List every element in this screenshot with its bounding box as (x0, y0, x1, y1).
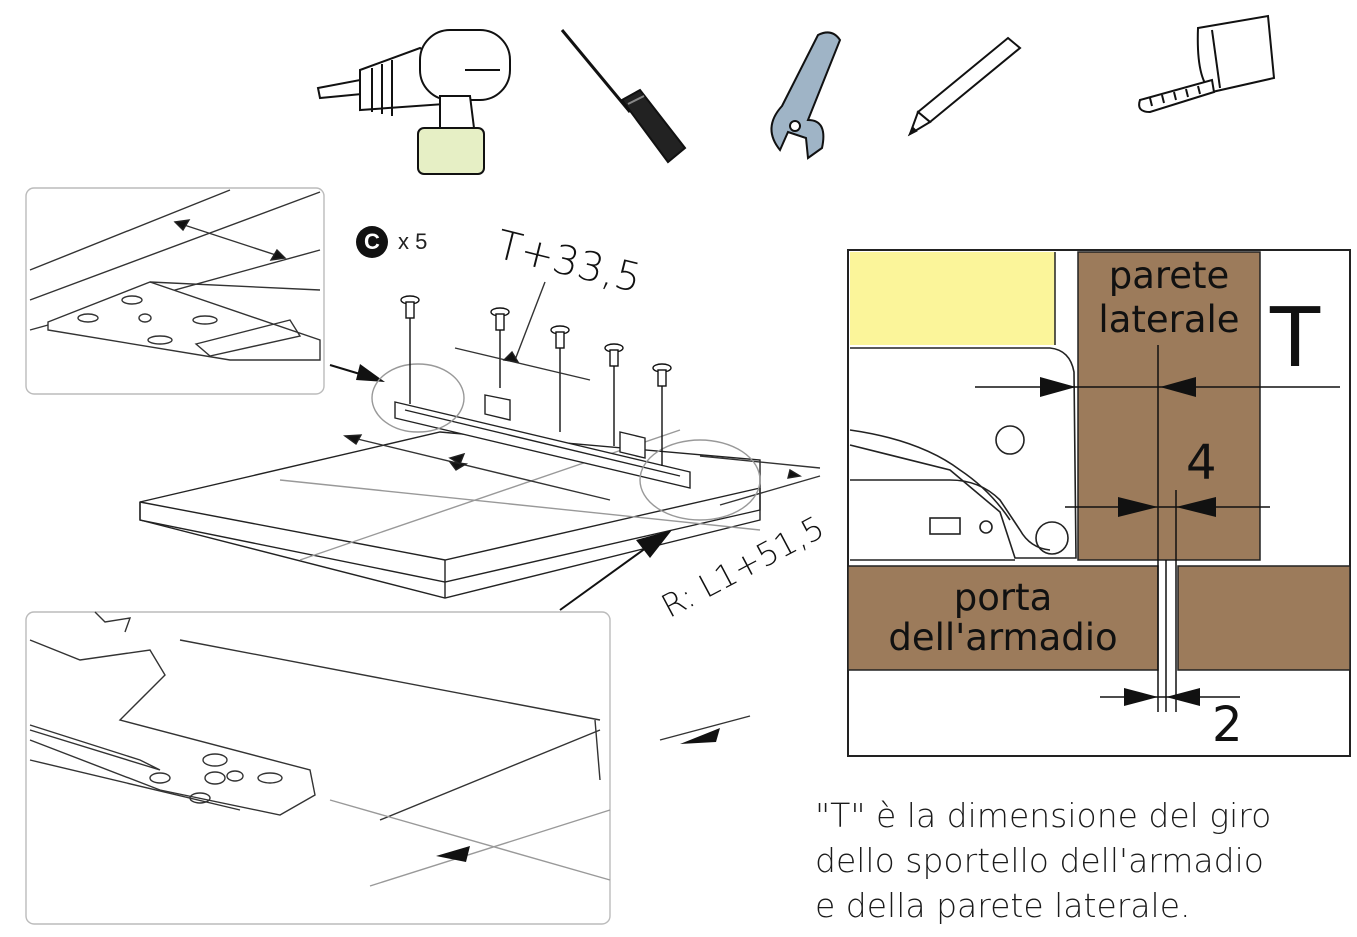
door-right (1177, 565, 1351, 671)
label-4: 4 (1186, 435, 1217, 491)
part-letter: C (364, 229, 380, 254)
label-door-line2: dell'armadio (888, 616, 1118, 659)
caption-text: "T" è la dimensione del giro dello sport… (815, 793, 1355, 928)
drill-icon (316, 29, 511, 175)
tape-measure-icon (1138, 14, 1276, 114)
label-T: T (1270, 291, 1321, 386)
label-side-wall-line1: parete (1108, 254, 1230, 297)
label-2: 2 (1212, 697, 1243, 753)
quantity-label: x 5 (398, 229, 428, 254)
assembly-drawing (25, 187, 821, 925)
caption-line-2: dello sportello dell'armadio (815, 841, 1264, 880)
pencil-icon (907, 36, 1022, 137)
label-side-wall-line2: laterale (1098, 298, 1240, 341)
wrench-icon (770, 31, 842, 160)
caption-line-3: e della parete laterale. (815, 886, 1191, 925)
screwdriver-icon (560, 29, 687, 164)
section-detail (847, 249, 1351, 757)
yellow-block (850, 252, 1055, 345)
caption-line-1: "T" è la dimensione del giro (815, 796, 1272, 835)
side-wall (1077, 251, 1261, 561)
part-badge (356, 226, 388, 258)
inset-bottom-left (25, 611, 611, 925)
label-door-line1: porta (953, 576, 1053, 619)
